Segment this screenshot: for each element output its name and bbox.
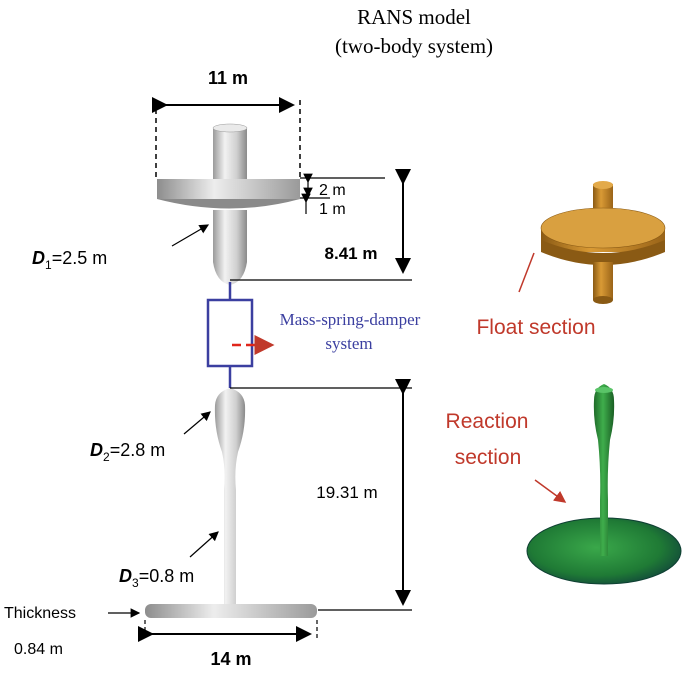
flange-thickness-label: 2 m [319,182,346,199]
float-section-label: Float section [476,316,595,339]
float-body [157,123,300,285]
reaction-height-label: 19.31 m [316,483,377,502]
title-line2: (two-body system) [335,34,493,58]
reaction-pointer [534,479,567,503]
d2-label: D2=2.8 m [90,440,165,464]
d1-pointer [171,224,210,247]
title-line1: RANS model [357,5,471,29]
float-render [540,181,666,304]
d2-pointer [183,411,211,435]
flange-offset-label: 1 m [319,201,346,218]
float-pointer [518,252,535,293]
reaction-body [145,388,317,618]
pto-damper [206,282,254,388]
reaction-label-line1: Reaction [446,410,529,433]
pto-label-line2: system [325,334,372,353]
pto-label-line1: Mass-spring-damper [280,310,421,329]
d1-label: D1=2.5 m [32,248,107,272]
float-height-label: 8.41 m [325,244,378,263]
thickness-label: Thickness [4,605,76,622]
d3-label: D3=0.8 m [119,566,194,590]
d3-pointer [189,531,219,558]
thickness-value: 0.84 m [14,641,63,658]
base-width-label: 14 m [210,649,251,669]
reaction-render [526,384,682,585]
reaction-label-line2: section [455,446,522,469]
top-width-label: 11 m [208,68,248,88]
